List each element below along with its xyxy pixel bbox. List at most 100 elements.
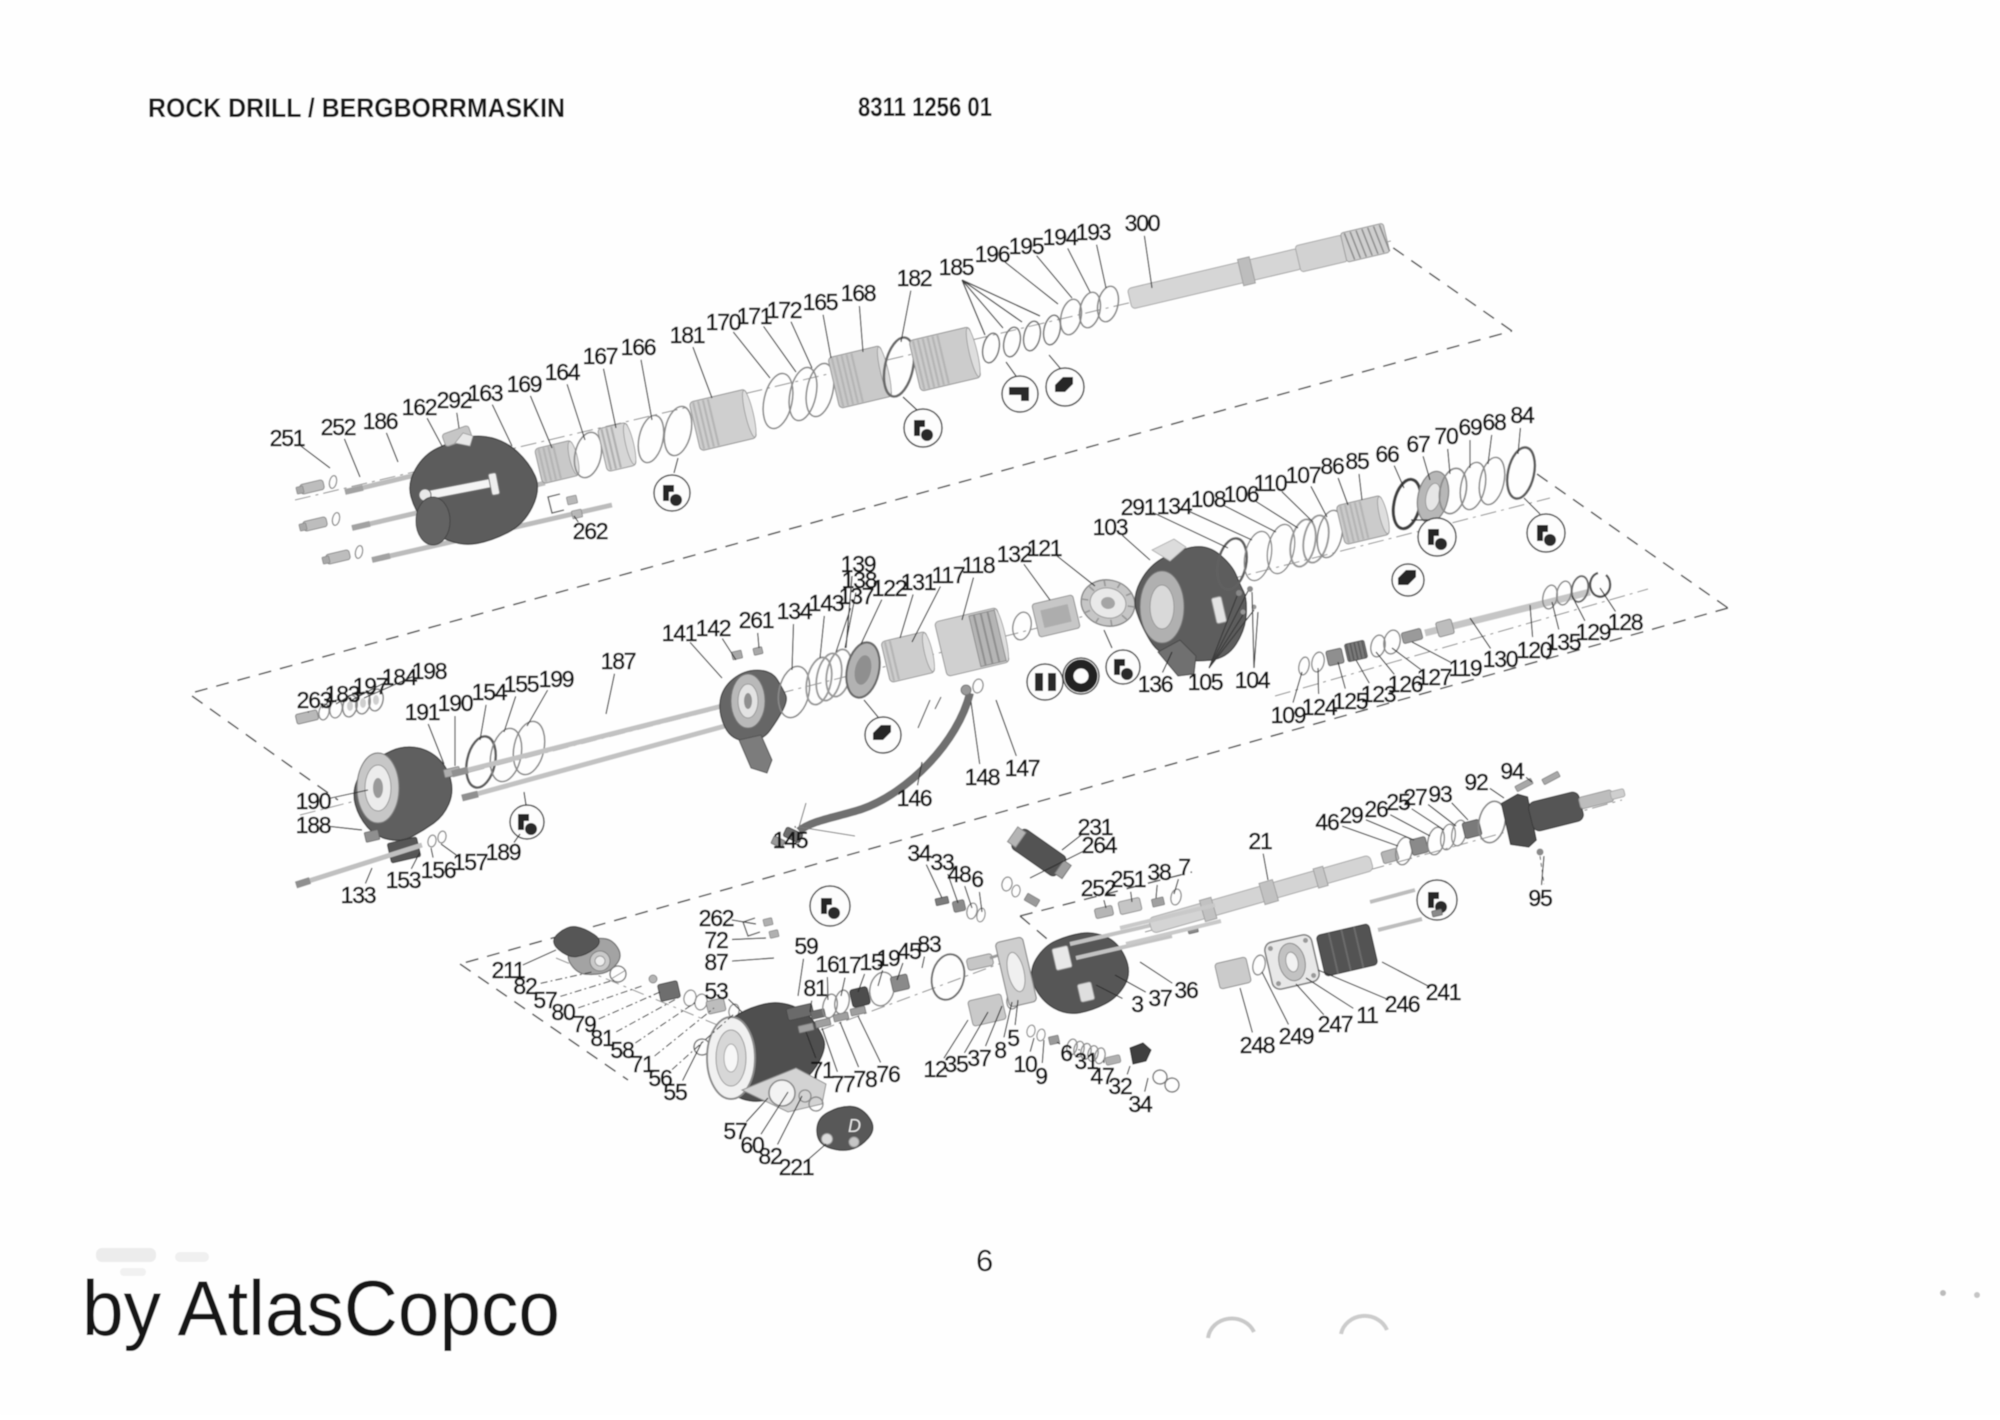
- svg-text:198: 198: [412, 658, 447, 684]
- svg-text:78: 78: [853, 1066, 877, 1092]
- svg-text:291: 291: [1121, 494, 1156, 520]
- svg-text:153: 153: [386, 867, 421, 893]
- svg-text:70: 70: [1434, 423, 1458, 449]
- svg-text:66: 66: [1375, 441, 1399, 467]
- svg-text:ROCK DRILL / BERGBORRMASKIN: ROCK DRILL / BERGBORRMASKIN: [148, 93, 565, 123]
- svg-text:104: 104: [1235, 667, 1271, 693]
- svg-text:157: 157: [453, 849, 488, 875]
- svg-text:168: 168: [841, 280, 876, 306]
- svg-text:34: 34: [907, 840, 932, 866]
- svg-text:6: 6: [976, 1243, 993, 1278]
- svg-text:139: 139: [841, 551, 876, 577]
- svg-text:21: 21: [1248, 828, 1272, 854]
- svg-text:194: 194: [1043, 224, 1079, 250]
- svg-text:83: 83: [917, 931, 941, 957]
- svg-text:185: 185: [939, 254, 974, 280]
- svg-text:182: 182: [897, 265, 932, 291]
- svg-text:3: 3: [1131, 991, 1143, 1017]
- svg-text:165: 165: [803, 289, 838, 315]
- svg-text:55: 55: [663, 1079, 687, 1105]
- svg-text:D: D: [848, 1116, 861, 1136]
- svg-text:141: 141: [662, 620, 697, 646]
- svg-text:8: 8: [994, 1037, 1006, 1063]
- svg-text:118: 118: [961, 552, 994, 578]
- svg-text:95: 95: [1528, 885, 1552, 911]
- svg-text:221: 221: [779, 1154, 814, 1180]
- svg-text:155: 155: [504, 671, 539, 697]
- svg-text:81: 81: [803, 975, 827, 1001]
- svg-text:251: 251: [270, 425, 305, 451]
- svg-text:147: 147: [1005, 755, 1040, 781]
- svg-text:67: 67: [1406, 431, 1430, 457]
- svg-text:127: 127: [1417, 664, 1452, 690]
- svg-text:195: 195: [1009, 233, 1044, 259]
- svg-text:27: 27: [1403, 784, 1427, 810]
- svg-text:145: 145: [773, 827, 808, 853]
- svg-text:76: 76: [876, 1061, 900, 1087]
- svg-text:108: 108: [1191, 486, 1226, 512]
- svg-text:29: 29: [1339, 802, 1363, 828]
- svg-text:189: 189: [486, 839, 521, 865]
- svg-text:249: 249: [1279, 1023, 1314, 1049]
- svg-text:292: 292: [437, 387, 472, 413]
- svg-text:166: 166: [621, 334, 656, 360]
- svg-text:117: 117: [931, 562, 964, 588]
- svg-text:36: 36: [1174, 977, 1198, 1003]
- svg-text:86: 86: [1320, 453, 1344, 479]
- svg-text:146: 146: [897, 785, 932, 811]
- svg-text:9: 9: [1035, 1063, 1047, 1089]
- svg-text:163: 163: [468, 380, 503, 406]
- svg-text:119: 119: [1448, 655, 1481, 681]
- svg-text:181: 181: [670, 322, 705, 348]
- svg-text:107: 107: [1286, 462, 1321, 488]
- svg-text:190: 190: [296, 788, 331, 814]
- svg-text:6: 6: [971, 866, 983, 892]
- svg-text:109: 109: [1271, 702, 1306, 728]
- svg-text:190: 190: [438, 690, 473, 716]
- svg-text:37: 37: [967, 1045, 991, 1071]
- svg-text:246: 246: [1385, 991, 1420, 1017]
- svg-text:10: 10: [1013, 1051, 1037, 1077]
- svg-text:87: 87: [704, 949, 728, 975]
- svg-text:128: 128: [1608, 609, 1643, 635]
- svg-text:26: 26: [1364, 796, 1388, 822]
- svg-text:187: 187: [601, 648, 636, 674]
- svg-text:164: 164: [545, 359, 581, 385]
- svg-text:92: 92: [1464, 769, 1488, 795]
- svg-text:261: 261: [739, 607, 774, 633]
- svg-text:77: 77: [831, 1071, 855, 1097]
- svg-text:38: 38: [1147, 859, 1171, 885]
- svg-text:247: 247: [1318, 1011, 1353, 1037]
- svg-text:264: 264: [1082, 832, 1118, 858]
- svg-text:129: 129: [1576, 619, 1611, 645]
- svg-text:16: 16: [815, 951, 839, 977]
- svg-text:46: 46: [1315, 809, 1339, 835]
- svg-text:248: 248: [1240, 1032, 1275, 1058]
- svg-text:300: 300: [1125, 210, 1160, 236]
- svg-text:133: 133: [341, 882, 376, 908]
- svg-text:34: 34: [1128, 1091, 1153, 1117]
- svg-text:170: 170: [706, 309, 741, 335]
- svg-text:37: 37: [1148, 985, 1172, 1011]
- svg-text:199: 199: [539, 666, 574, 692]
- svg-text:17: 17: [837, 952, 861, 978]
- svg-text:94: 94: [1500, 758, 1525, 784]
- svg-text:130: 130: [1483, 646, 1518, 672]
- svg-text:134: 134: [1157, 493, 1193, 519]
- svg-text:105: 105: [1188, 669, 1223, 695]
- svg-text:69: 69: [1458, 414, 1482, 440]
- svg-text:169: 169: [507, 371, 542, 397]
- svg-text:by AtlasCopco: by AtlasCopco: [82, 1264, 560, 1352]
- svg-text:136: 136: [1138, 671, 1173, 697]
- svg-text:85: 85: [1345, 448, 1369, 474]
- svg-text:53: 53: [704, 978, 728, 1004]
- svg-text:35: 35: [944, 1051, 968, 1077]
- svg-text:5: 5: [1007, 1025, 1019, 1051]
- svg-text:148: 148: [965, 764, 1000, 790]
- svg-text:191: 191: [405, 699, 440, 725]
- svg-text:7: 7: [1178, 854, 1190, 880]
- svg-text:93: 93: [1428, 781, 1452, 807]
- svg-text:134: 134: [777, 598, 813, 624]
- svg-text:186: 186: [363, 408, 398, 434]
- svg-text:8311 1256 01: 8311 1256 01: [858, 92, 992, 122]
